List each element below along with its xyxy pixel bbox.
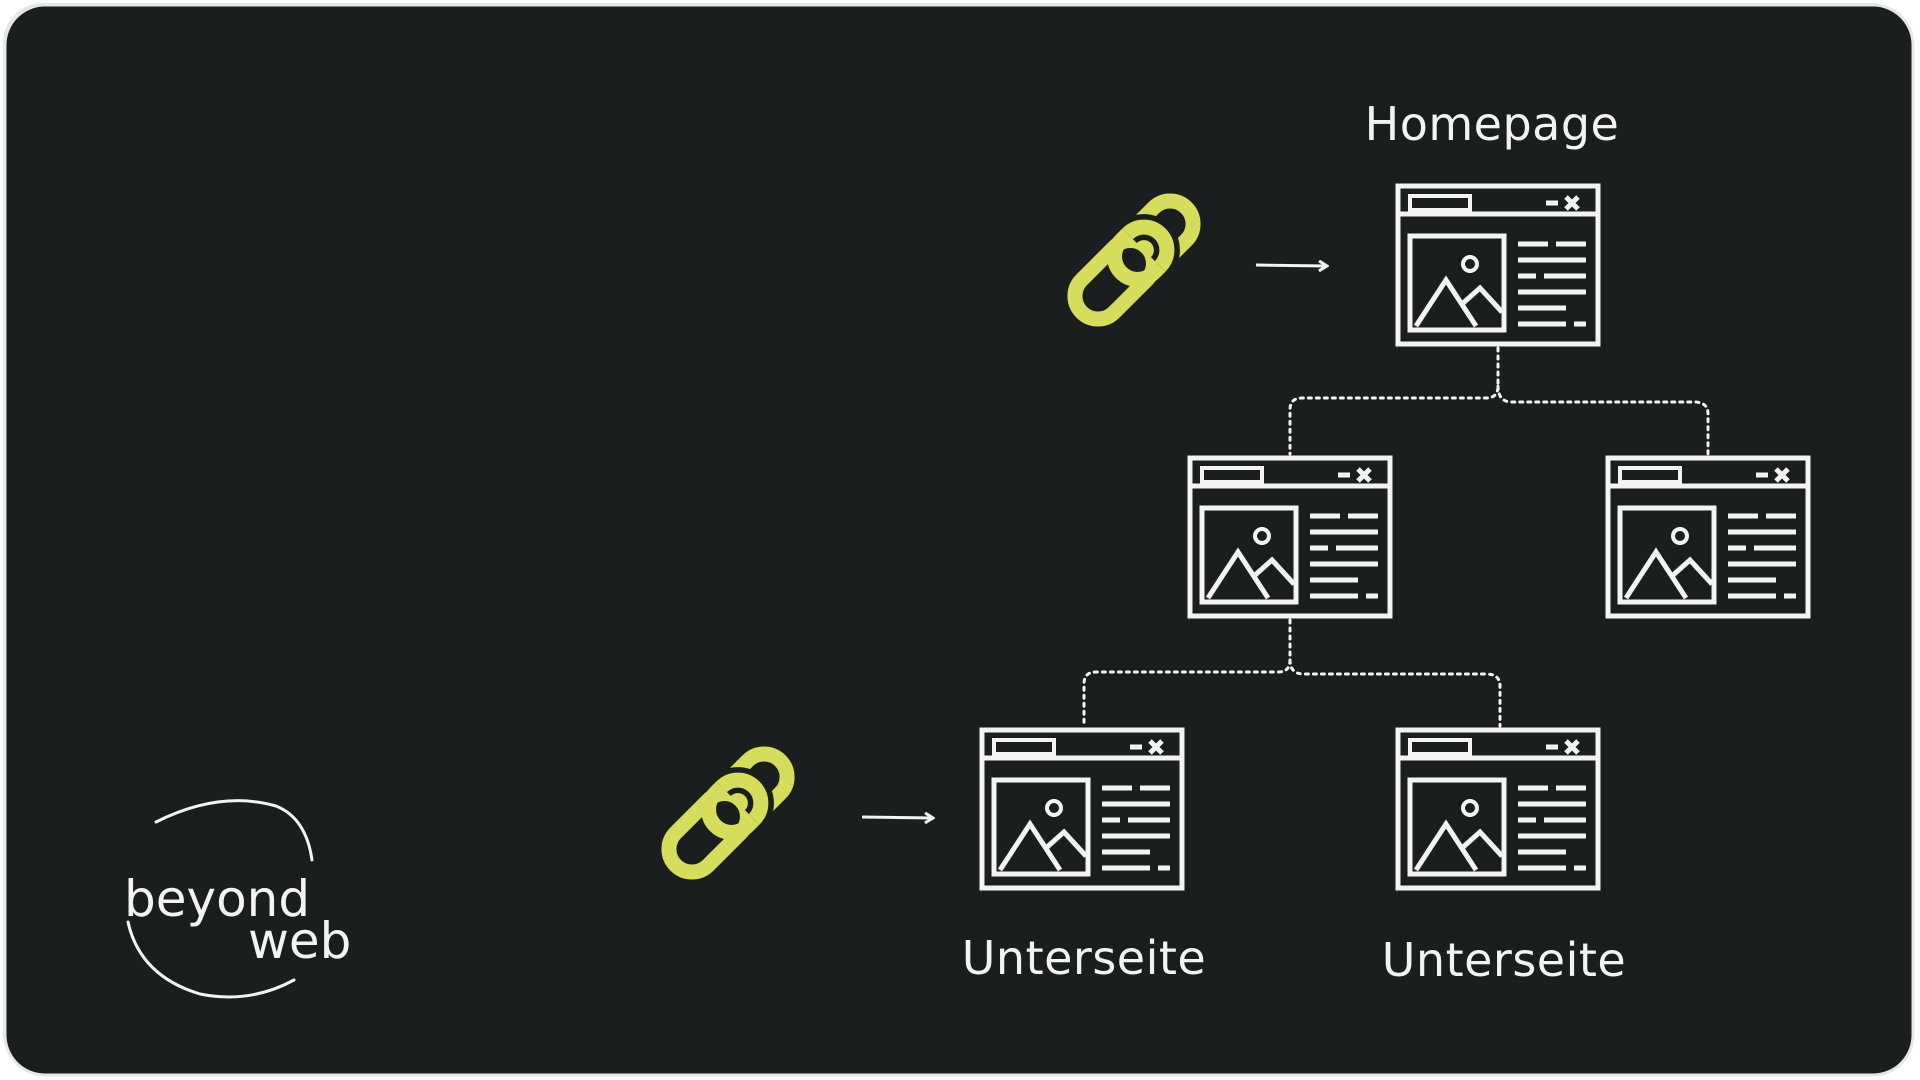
arrow-to-homepage-icon xyxy=(1255,265,1326,266)
homepage-label: Homepage xyxy=(1365,97,1620,151)
beyondweb-logo: beyond web xyxy=(124,799,351,999)
connector-home-to-left xyxy=(1288,346,1500,456)
subpage-left-label: Unterseite xyxy=(962,931,1206,985)
connector-home-to-right xyxy=(1496,384,1710,456)
logo-arc-bottom xyxy=(126,920,296,999)
diagram-background xyxy=(3,3,1915,1077)
logo-line-1: beyond xyxy=(124,870,310,928)
connector-left-to-subpage-right xyxy=(1288,658,1502,728)
subpage-right-label: Unterseite xyxy=(1382,933,1626,987)
tree-connectors xyxy=(1082,346,1710,728)
logo-line-2: web xyxy=(248,912,351,970)
connector-left-to-subpage-left xyxy=(1082,618,1292,728)
arrow-to-subpage-icon xyxy=(861,817,932,818)
logo-arc-top xyxy=(154,799,314,862)
